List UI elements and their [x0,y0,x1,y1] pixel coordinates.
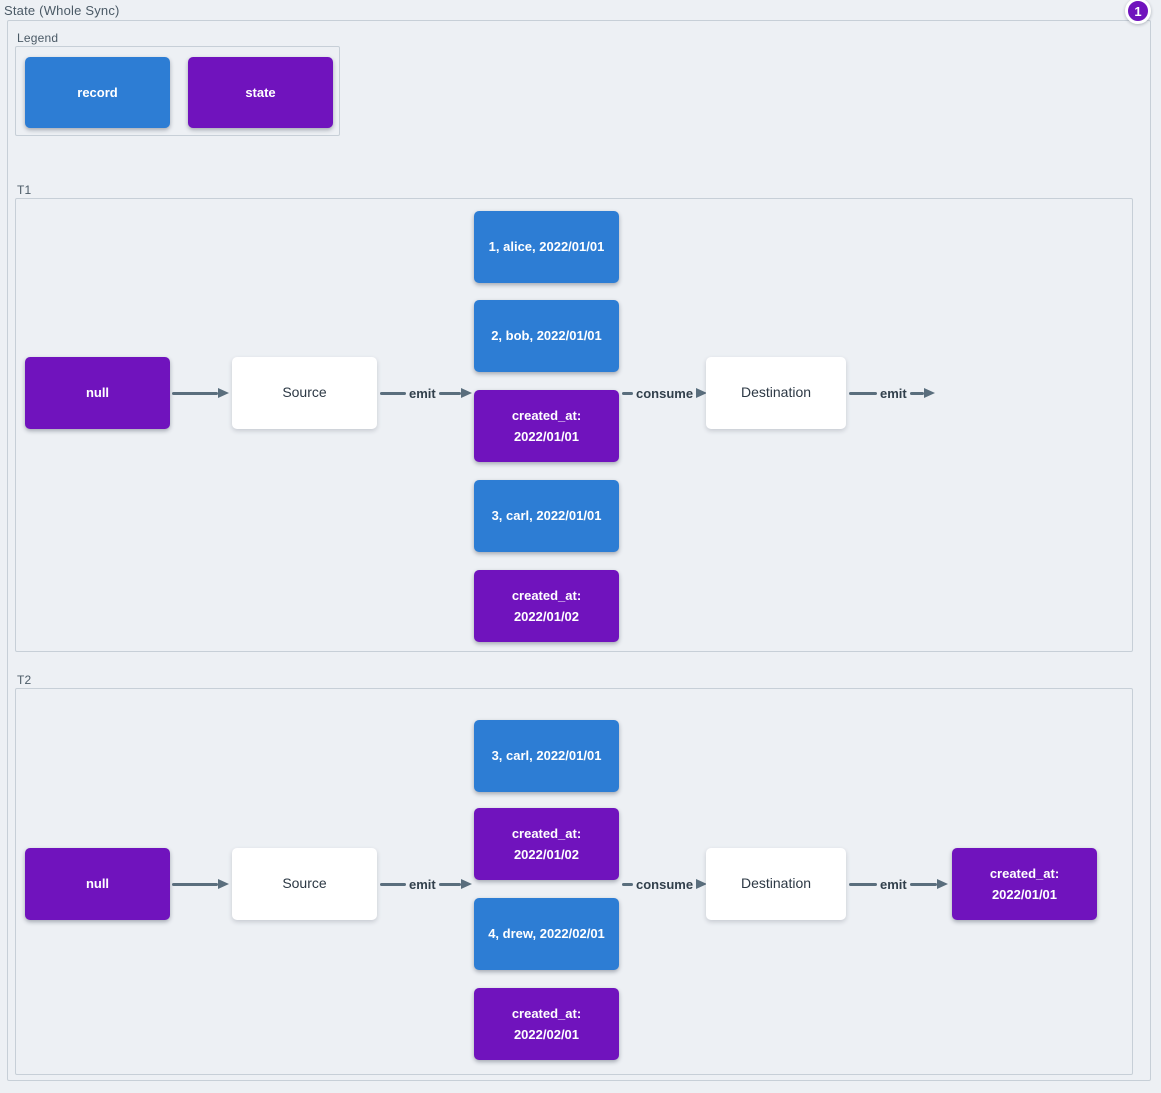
edge-line [172,391,218,395]
t2-source-node: Source [232,848,377,920]
t2-null-state-node: null [25,848,170,920]
edge-line [622,882,633,886]
edge-line [172,882,218,886]
edge-arrowhead [461,388,472,398]
t1-stack-node-1: 2, bob, 2022/01/01 [474,300,619,372]
emit-edge-label: emit [409,876,436,892]
t1-edge-emit: emit [380,385,472,401]
edge-line [909,882,937,886]
emit-edge-label: emit [880,876,907,892]
t1-edge-emit-out: emit [849,385,935,401]
edge-line [438,391,461,395]
edge-line [438,882,461,886]
t2-edge-null-to-source [172,876,229,892]
edge-arrowhead [461,879,472,889]
t1-edge-consume: consume [622,385,708,401]
edge-line [909,391,924,395]
t2-stack-node-2: 4, drew, 2022/02/01 [474,898,619,970]
emit-edge-label: emit [880,385,907,401]
step-badge[interactable]: 1 [1125,0,1151,24]
t2-destination-node: Destination [706,848,846,920]
page-title: State (Whole Sync) [4,3,120,18]
edge-arrowhead [937,879,948,889]
t1-source-node: Source [232,357,377,429]
t1-stack-node-2: created_at: 2022/01/01 [474,390,619,462]
edge-line [622,391,633,395]
t2-stack-node-0: 3, carl, 2022/01/01 [474,720,619,792]
step-badge-value: 1 [1134,3,1142,19]
edge-arrowhead [218,879,229,889]
consume-edge-label: consume [636,876,694,892]
edge-arrowhead [696,388,708,398]
edge-arrowhead [218,388,229,398]
edge-line [849,882,877,886]
t1-edge-null-to-source [172,385,229,401]
t1-label: T1 [17,183,32,197]
t1-stack-node-0: 1, alice, 2022/01/01 [474,211,619,283]
emit-edge-label: emit [409,385,436,401]
legend-state-node: state [188,57,333,128]
t1-destination-node: Destination [706,357,846,429]
t2-stack-node-1: created_at: 2022/01/02 [474,808,619,880]
t1-stack-node-3: 3, carl, 2022/01/01 [474,480,619,552]
edge-arrowhead [924,388,935,398]
t2-stack-node-3: created_at: 2022/02/01 [474,988,619,1060]
edge-line [380,391,406,395]
edge-arrowhead [696,879,708,889]
t1-null-state-node: null [25,357,170,429]
t1-container [15,198,1133,652]
edge-line [849,391,877,395]
t2-label: T2 [17,673,32,687]
edge-line [380,882,406,886]
legend-container [15,46,340,136]
t2-edge-emit: emit [380,876,472,892]
legend-label: Legend [17,31,59,45]
t2-edge-consume: consume [622,876,708,892]
t2-edge-emit-out: emit [849,876,948,892]
t2-output-state-node: created_at: 2022/01/01 [952,848,1097,920]
state-whole-sync-container [7,20,1151,1081]
consume-edge-label: consume [636,385,694,401]
t1-stack-node-4: created_at: 2022/01/02 [474,570,619,642]
t2-container [15,688,1133,1075]
legend-record-node: record [25,57,170,128]
